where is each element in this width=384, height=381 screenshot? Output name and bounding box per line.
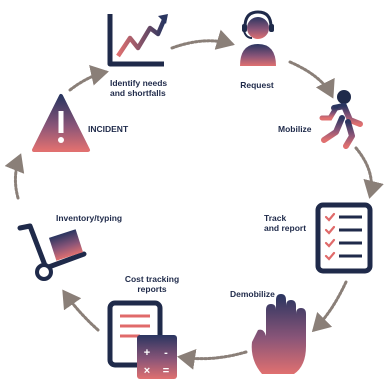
calculator-report-icon: + - × = [107, 300, 177, 379]
checklist-icon [315, 202, 373, 274]
arrow-request-to-mobilize [288, 60, 335, 99]
step-label-incident: INCIDENT [88, 124, 129, 134]
arrow-demobilize-to-cost [177, 348, 248, 370]
step-label-demobilize: Demobilize [230, 289, 275, 299]
arrow-mobilize-to-track [354, 146, 384, 199]
svg-text:-: - [164, 347, 168, 359]
step-label-request: Request [240, 80, 274, 90]
stop-hand-icon [251, 294, 306, 374]
hand-truck-icon [17, 223, 87, 281]
svg-text:+: + [144, 347, 150, 359]
svg-text:=: = [163, 365, 169, 377]
cycle-arrows [4, 29, 384, 370]
running-person-icon [319, 90, 363, 149]
headset-operator-icon [240, 10, 276, 66]
step-label-inventory-typing: Inventory/typing [56, 213, 123, 223]
arrow-track-to-demobilize [311, 280, 348, 333]
arrow-identify-to-request [170, 29, 235, 50]
warning-triangle-icon [32, 94, 90, 152]
step-label-track-and-report: Track and report [264, 213, 307, 234]
step-label-identify-needs: Identify needs and shortfalls [110, 78, 168, 99]
step-label-mobilize: Mobilize [278, 124, 312, 134]
step-label-cost-tracking: Cost tracking reports [124, 274, 180, 295]
svg-text:×: × [144, 365, 150, 377]
arrow-cost-to-inventory [62, 289, 100, 332]
trend-chart-icon [107, 14, 168, 67]
arrow-inventory-to-incident [4, 153, 25, 200]
arrow-incident-to-identify [68, 65, 109, 92]
